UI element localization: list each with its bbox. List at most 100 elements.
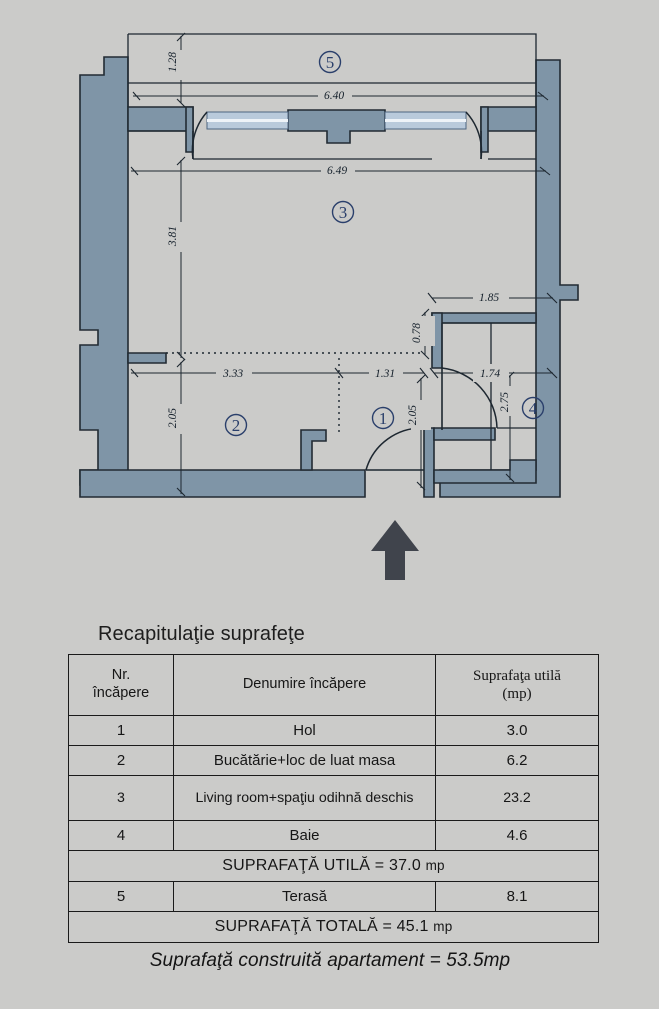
floor-plan-drawing: 1.28 6.40 6.49 3.81 1.85 0.78 3.33 1.31 … — [79, 32, 579, 580]
table-row: 1 Hol 3.0 — [68, 715, 599, 746]
walls-group — [79, 56, 579, 498]
wall-top-right-jamb — [480, 106, 489, 153]
subtotal-label: SUPRAFAŢĂ UTILĂ = 37.0 — [222, 857, 421, 874]
door-swings-group — [191, 111, 498, 471]
header-area-line1: Suprafaţa utilă — [473, 667, 561, 684]
dim-label-3-81: 3.81 — [167, 226, 179, 247]
areas-table: Nr. încăpere Denumire încăpere Suprafaţa… — [68, 654, 599, 943]
row-1-area: 3.0 — [435, 715, 599, 746]
dimtick-1-85 — [427, 292, 558, 304]
door-swing-terrace-left — [191, 111, 208, 160]
wall-kitchen-hall-partition — [300, 429, 327, 471]
dimtick-0-78 — [420, 308, 430, 360]
row-1-name: Hol — [173, 715, 436, 746]
wall-bottom-left — [79, 469, 366, 498]
table-subtotal-row: SUPRAFAŢĂ UTILĂ = 37.0 mp — [68, 850, 599, 882]
dim-label-6-40: 6.40 — [324, 90, 344, 102]
door-swing-bathroom — [441, 367, 498, 429]
row-3-number: 3 — [68, 775, 174, 821]
total-unit: mp — [433, 919, 453, 934]
table-header-row: Nr. încăpere Denumire încăpere Suprafaţa… — [68, 654, 599, 716]
wall-center-pillar — [287, 109, 386, 144]
interior-outlines — [127, 33, 537, 470]
dimtick-3-81 — [176, 156, 186, 361]
room-marker-4: 4 — [521, 396, 545, 420]
room-marker-3-label: 3 — [339, 203, 348, 222]
room-marker-5-label: 5 — [326, 53, 335, 72]
wall-top-left-return — [127, 106, 194, 132]
living-room-outline — [128, 130, 536, 160]
dim-label-1-31: 1.31 — [375, 368, 395, 380]
dim-label-3-33: 3.33 — [222, 368, 243, 380]
table-row: 2 Bucătărie+loc de luat masa 6.2 — [68, 745, 599, 776]
dim-label-2-05-left: 2.05 — [167, 408, 179, 428]
dim-label-2-05-right: 2.05 — [407, 405, 419, 425]
subtotal-usable-area: SUPRAFAŢĂ UTILĂ = 37.0 mp — [68, 850, 599, 882]
header-area-line2: (mp) — [502, 686, 532, 702]
dim-label-2-75: 2.75 — [499, 392, 511, 412]
room-marker-5: 5 — [318, 50, 342, 74]
dim-label-1-85: 1.85 — [479, 292, 499, 304]
row-1-number: 1 — [68, 715, 174, 746]
row-3-area: 23.2 — [435, 775, 599, 821]
wall-top-right-return — [480, 106, 537, 132]
room-marker-2-label: 2 — [232, 416, 241, 435]
room-marker-3: 3 — [331, 200, 355, 224]
row-4-area: 4.6 — [435, 820, 599, 851]
recap-title: Recapitulaţie suprafeţe — [98, 623, 305, 645]
wall-bath-bottom — [433, 459, 537, 484]
door-swing-terrace-right — [465, 111, 483, 160]
row-2-name: Bucătărie+loc de luat masa — [173, 745, 436, 776]
dimtick-6-49 — [130, 166, 551, 176]
room-marker-1: 1 — [371, 406, 395, 430]
row-4-number: 4 — [68, 820, 174, 851]
header-nr-line1: Nr. — [111, 667, 131, 684]
floor-plan-svg: 1.28 6.40 6.49 3.81 1.85 0.78 3.33 1.31 … — [79, 32, 579, 580]
room-markers: 5 3 2 1 4 — [224, 50, 545, 437]
row-2-area: 6.2 — [435, 745, 599, 776]
dimtick-1-31 — [419, 367, 429, 379]
room-marker-2: 2 — [224, 413, 248, 437]
row-2-number: 2 — [68, 745, 174, 776]
dimension-labels: 1.28 6.40 6.49 3.81 1.85 0.78 3.33 1.31 … — [167, 52, 511, 428]
total-label: SUPRAFAŢĂ TOTALĂ = 45.1 — [214, 918, 429, 935]
row-5-number: 5 — [68, 881, 174, 912]
row-5-area: 8.1 — [435, 881, 599, 912]
glazing-group — [206, 111, 467, 130]
built-area-note: Suprafaţă construită apartament = 53.5mp — [149, 950, 511, 971]
header-room-name: Denumire încăpere — [173, 654, 436, 716]
header-room-number: Nr. încăpere — [68, 654, 174, 716]
subtotal-unit: mp — [425, 858, 445, 873]
dimension-label-backings — [171, 50, 520, 434]
header-usable-area: Suprafaţa utilă (mp) — [435, 654, 599, 716]
dim-label-1-74: 1.74 — [480, 368, 500, 380]
header-nr-line2: încăpere — [92, 685, 150, 701]
wall-bath-left-lower — [423, 427, 435, 498]
wall-bath-top — [431, 312, 537, 324]
dimtick-1-74 — [429, 367, 558, 379]
door-swing-entrance — [365, 427, 425, 471]
dimtick-1-28 — [176, 32, 186, 108]
room-marker-1-label: 1 — [379, 409, 388, 428]
row-4-name: Baie — [173, 820, 436, 851]
row-3-name: Living room+spaţiu odihnă deschis — [173, 775, 436, 821]
dim-label-0-78: 0.78 — [411, 323, 423, 343]
bathroom-inner-outline — [441, 322, 536, 429]
table-total-row: SUPRAFAŢĂ TOTALĂ = 45.1 mp — [68, 911, 599, 943]
table-row: 3 Living room+spaţiu odihnă deschis 23.2 — [68, 775, 599, 821]
dim-label-6-49: 6.49 — [327, 165, 347, 177]
room-marker-4-label: 4 — [529, 399, 538, 418]
dim-label-1-28: 1.28 — [167, 52, 179, 72]
wall-bath-bottom-nib — [433, 427, 496, 441]
wall-left-exterior — [79, 56, 129, 486]
dimtick-2-05-left — [176, 358, 186, 497]
total-area: SUPRAFAŢĂ TOTALĂ = 45.1 mp — [68, 911, 599, 943]
row-5-name: Terasă — [173, 881, 436, 912]
recapitulation-section: Recapitulaţie suprafeţe Nr. încăpere Den… — [0, 605, 659, 1009]
entrance-arrow-icon — [371, 520, 419, 580]
dimtick-2-05-right — [416, 374, 426, 491]
wall-kitchen-nib — [127, 352, 167, 364]
table-row: 5 Terasă 8.1 — [68, 881, 599, 912]
table-row: 4 Baie 4.6 — [68, 820, 599, 851]
dimtick-6-40 — [132, 91, 549, 101]
